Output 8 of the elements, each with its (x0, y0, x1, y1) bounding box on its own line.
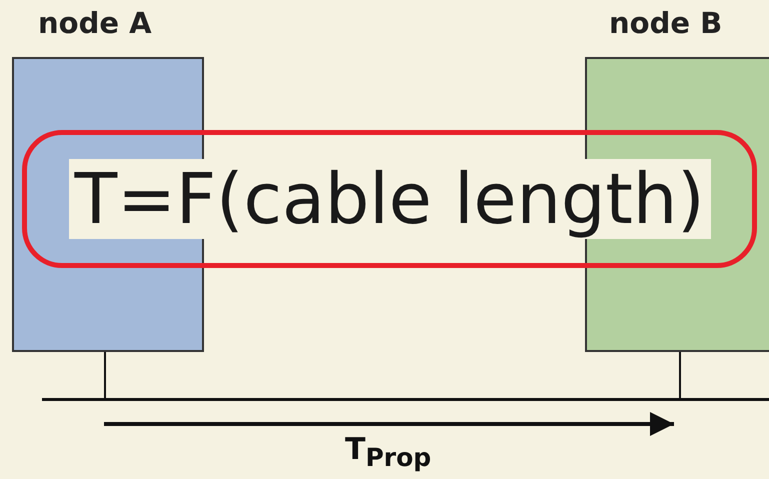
connector-line (679, 352, 681, 398)
node-heading: node A (38, 6, 152, 40)
formula-text: T=F(cable length) (68, 158, 710, 240)
bus-line (42, 398, 769, 401)
connector-line (104, 352, 106, 398)
propagation-time-label: T$_{Prop}$ (345, 432, 432, 472)
node-heading: node B (609, 6, 722, 40)
formula-frame (22, 130, 757, 268)
